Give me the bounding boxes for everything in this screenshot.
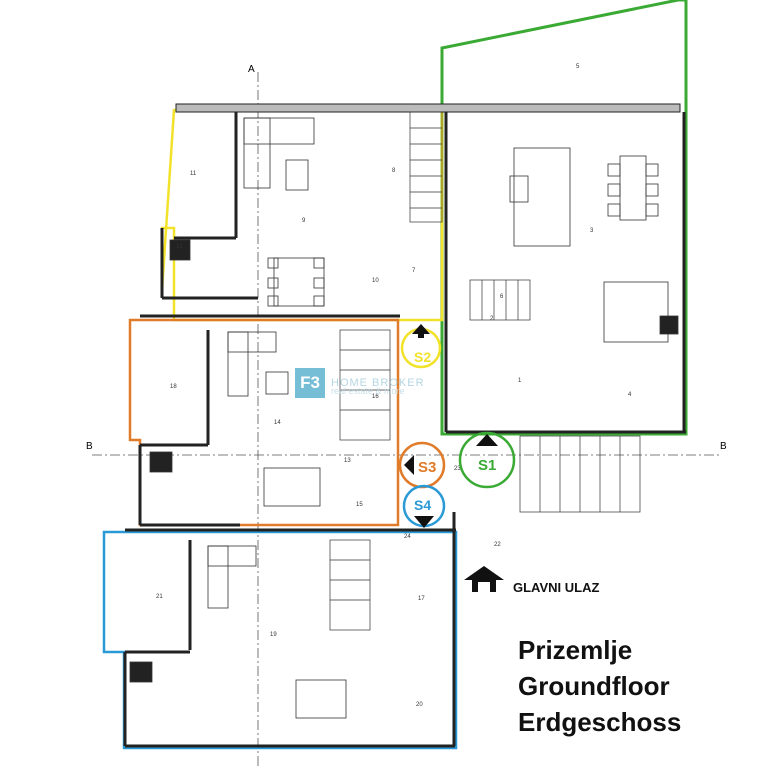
stair-marker-s1: S1 xyxy=(458,431,516,489)
room-number: 14 xyxy=(274,420,281,426)
walls xyxy=(123,103,686,748)
stair-label: S1 xyxy=(478,457,496,474)
room-number: 22 xyxy=(494,542,501,548)
room-number: 3 xyxy=(590,228,594,234)
section-a-label: A xyxy=(248,64,255,75)
room-number: 7 xyxy=(412,268,416,274)
room-number: 9 xyxy=(302,218,306,224)
stairs-graphics xyxy=(329,111,641,631)
room-number: 2 xyxy=(490,316,494,322)
furniture xyxy=(129,117,679,719)
title-english: Groundfloor xyxy=(518,671,670,701)
room-number: 11 xyxy=(190,171,197,177)
stair-label: S2 xyxy=(414,349,431,365)
room-number: 18 xyxy=(170,384,177,390)
room-number: 5 xyxy=(576,64,580,70)
zone-blue-outline xyxy=(102,530,458,750)
room-number: 15 xyxy=(356,502,363,508)
zone-yellow-outline xyxy=(160,108,444,322)
room-number: 24 xyxy=(404,534,411,540)
room-number: 20 xyxy=(416,702,423,708)
room-number: 17 xyxy=(418,596,425,602)
room-number: 23 xyxy=(454,466,461,472)
main-entrance-label: GLAVNI ULAZ xyxy=(513,580,600,595)
watermark: F3 HOME BROKER real estate & more xyxy=(295,368,425,398)
watermark-logo: F3 xyxy=(295,368,325,398)
stair-marker-s4: S4 xyxy=(402,484,446,528)
room-number: 16 xyxy=(372,394,379,400)
room-number: 12 xyxy=(176,244,183,250)
stair-marker-s2: S2 xyxy=(400,324,442,369)
watermark-sub: real estate & more xyxy=(331,386,405,396)
entrance-arrow-icon xyxy=(464,566,504,592)
room-number: 13 xyxy=(344,458,351,464)
title-german: Erdgeschoss xyxy=(518,707,682,737)
room-number: 1 xyxy=(518,378,522,384)
section-b-left-label: B xyxy=(86,441,93,452)
room-number: 19 xyxy=(270,632,277,638)
room-number: 8 xyxy=(392,168,396,174)
room-number: 4 xyxy=(628,392,632,398)
room-number: 21 xyxy=(156,594,163,600)
zone-green-outline xyxy=(440,0,688,436)
section-b-right-label: B xyxy=(720,441,727,452)
stair-marker-s3: S3 xyxy=(398,441,446,489)
room-number: 6 xyxy=(500,294,504,300)
stair-label: S4 xyxy=(414,497,431,513)
watermark-text: HOME BROKER xyxy=(331,377,425,389)
room-number: 10 xyxy=(372,278,379,284)
title-croatian: Prizemlje xyxy=(518,635,633,665)
stair-label: S3 xyxy=(418,459,436,476)
room-numbers: 1 2 3 4 5 6 7 8 9 10 11 12 13 14 15 16 1… xyxy=(156,64,632,708)
floor-title: Prizemlje Groundfloor Erdgeschoss xyxy=(518,632,681,740)
